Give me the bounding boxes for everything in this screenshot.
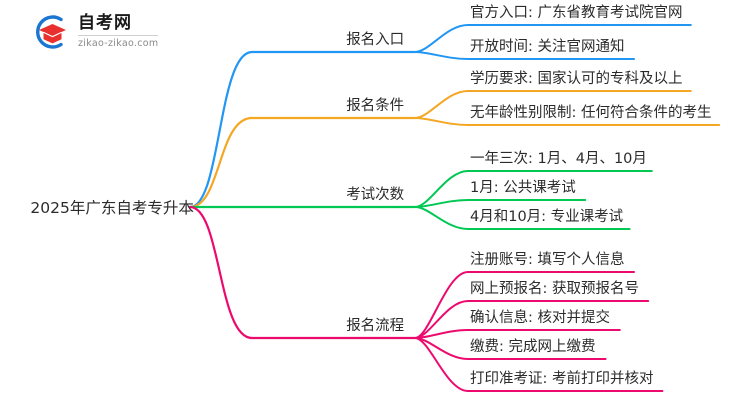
- leaf-link: [414, 337, 469, 392]
- leaf-label[interactable]: 注册账号: 填写个人信息: [470, 251, 625, 268]
- leaf-link: [414, 206, 469, 230]
- logo-title: 自考网: [78, 15, 159, 37]
- leaf-label[interactable]: 学历要求: 国家认可的专科及以上: [470, 70, 683, 87]
- leaf-label[interactable]: 无年龄性别限制: 任何符合条件的考生: [470, 104, 712, 121]
- logo-text-block: 自考网 zikao-zikao.com: [78, 15, 159, 50]
- branch-label[interactable]: 报名流程: [346, 317, 404, 334]
- branch-link: [188, 205, 254, 340]
- root-label[interactable]: 2025年广东自考专升本: [30, 199, 193, 217]
- mindmap-links: [188, 24, 721, 392]
- leaf-label[interactable]: 打印准考证: 考前打印并核对: [470, 370, 654, 387]
- leaf-label[interactable]: 4月和10月: 专业课考试: [470, 208, 624, 225]
- graduation-cap-circle-icon: [28, 12, 72, 52]
- branch-label[interactable]: 报名入口: [346, 31, 404, 48]
- leaf-label[interactable]: 网上预报名: 获取预报名号: [470, 280, 639, 297]
- leaf-link: [414, 271, 469, 339]
- leaf-label[interactable]: 缴费: 完成网上缴费: [470, 338, 596, 355]
- leaf-label[interactable]: 一年三次: 1月、4月、10月: [470, 150, 647, 167]
- site-logo: 自考网 zikao-zikao.com: [28, 11, 238, 53]
- leaf-link: [414, 90, 469, 119]
- leaf-link: [414, 170, 469, 208]
- branch-link: [188, 116, 254, 209]
- branch-label[interactable]: 考试次数: [346, 186, 404, 203]
- branch-link: [188, 50, 254, 209]
- leaf-label[interactable]: 官方入口: 广东省教育考试院官网: [470, 4, 683, 21]
- branch-label[interactable]: 报名条件: [346, 97, 404, 114]
- leaf-link: [414, 51, 469, 60]
- leaf-label[interactable]: 开放时间: 关注官网通知: [470, 38, 625, 55]
- leaf-link: [414, 117, 469, 126]
- leaf-label[interactable]: 确认信息: 核对并提交: [470, 308, 610, 326]
- leaf-link: [414, 24, 469, 53]
- leaf-label[interactable]: 1月: 公共课考试: [470, 179, 576, 196]
- logo-url: zikao-zikao.com: [78, 38, 159, 50]
